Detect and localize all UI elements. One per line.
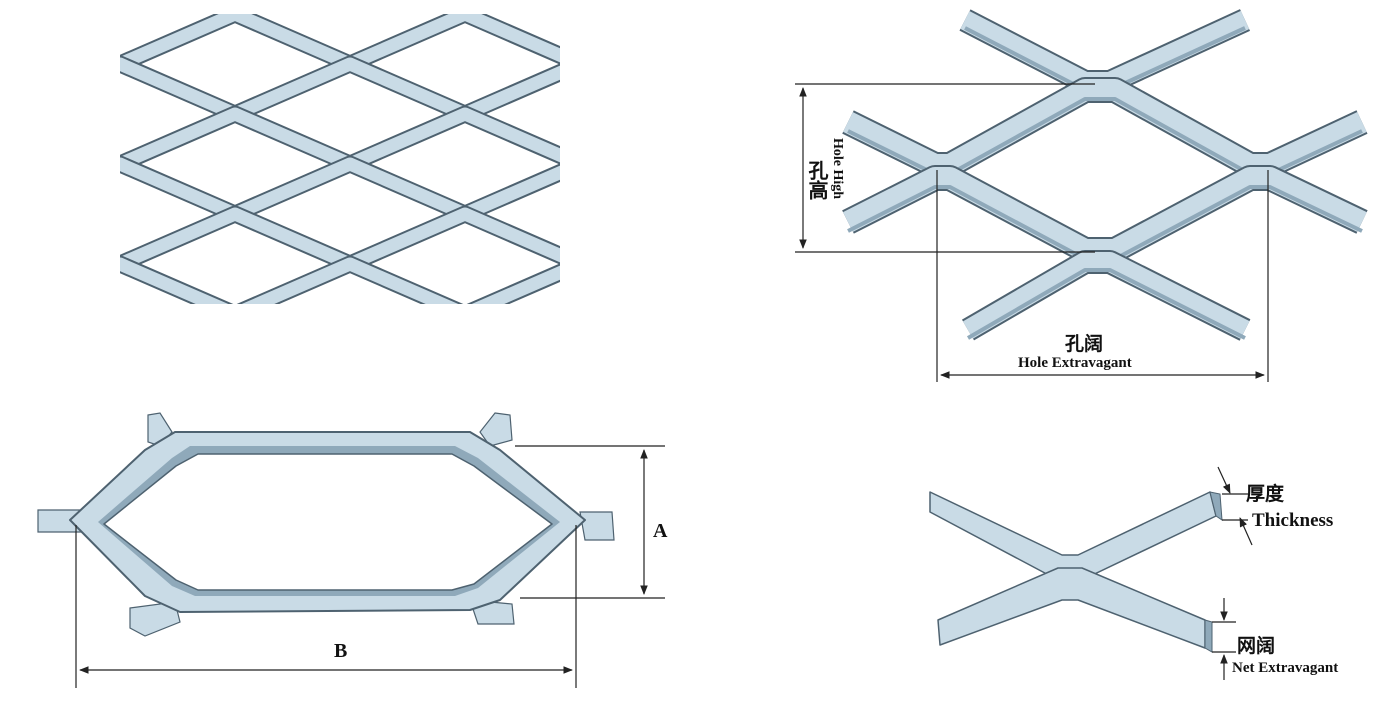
hole-high-dimension [795, 83, 1095, 253]
mesh-strand [120, 157, 560, 221]
mesh-pattern [0, 14, 925, 414]
hexagon-inner [103, 453, 553, 591]
strand-lower [842, 165, 1368, 263]
mesh-strand [120, 57, 560, 121]
net-extravagant-dimension [1212, 598, 1236, 680]
mesh-strand [0, 364, 925, 414]
mesh-strand [120, 207, 560, 271]
hexagon-detail: A B [37, 412, 668, 688]
net-extravagant-cn-label: 网阔 [1237, 635, 1275, 657]
strand-upper [842, 77, 1368, 178]
hole-extravagant-dimension [936, 170, 1269, 382]
hole-high-cn-label: 孔高 [805, 160, 828, 200]
hole-extravagant-en-label: Hole Extravagant [1018, 355, 1132, 371]
hole-detail: 孔高 Hole High 孔阔 Hole Extravagant [795, 9, 1368, 382]
mesh-strand [0, 314, 925, 364]
thickness-en-label: Thickness [1252, 510, 1333, 531]
strand-cross-detail: 厚度 Thickness 网阔 Net Extravagant [929, 466, 1338, 680]
thickness-dimension [1217, 466, 1253, 546]
mesh-strand [0, 314, 925, 364]
dimension-a [515, 445, 665, 599]
mesh-strand [120, 257, 560, 304]
strand-upward [929, 491, 1223, 581]
dimension-a-label: A [653, 520, 668, 542]
thickness-cn-label: 厚度 [1246, 482, 1285, 505]
dimension-b-label: B [334, 640, 347, 662]
strand-downward [937, 567, 1213, 653]
hole-high-en-label: Hole High [830, 138, 845, 199]
mesh-strand [120, 14, 560, 71]
mesh-strand [0, 364, 925, 414]
mesh-strand [120, 107, 560, 171]
dimension-b [75, 525, 577, 688]
hole-extravagant-cn-label: 孔阔 [1065, 333, 1103, 355]
strand-bottom [961, 250, 1251, 341]
net-extravagant-en-label: Net Extravagant [1232, 660, 1338, 676]
